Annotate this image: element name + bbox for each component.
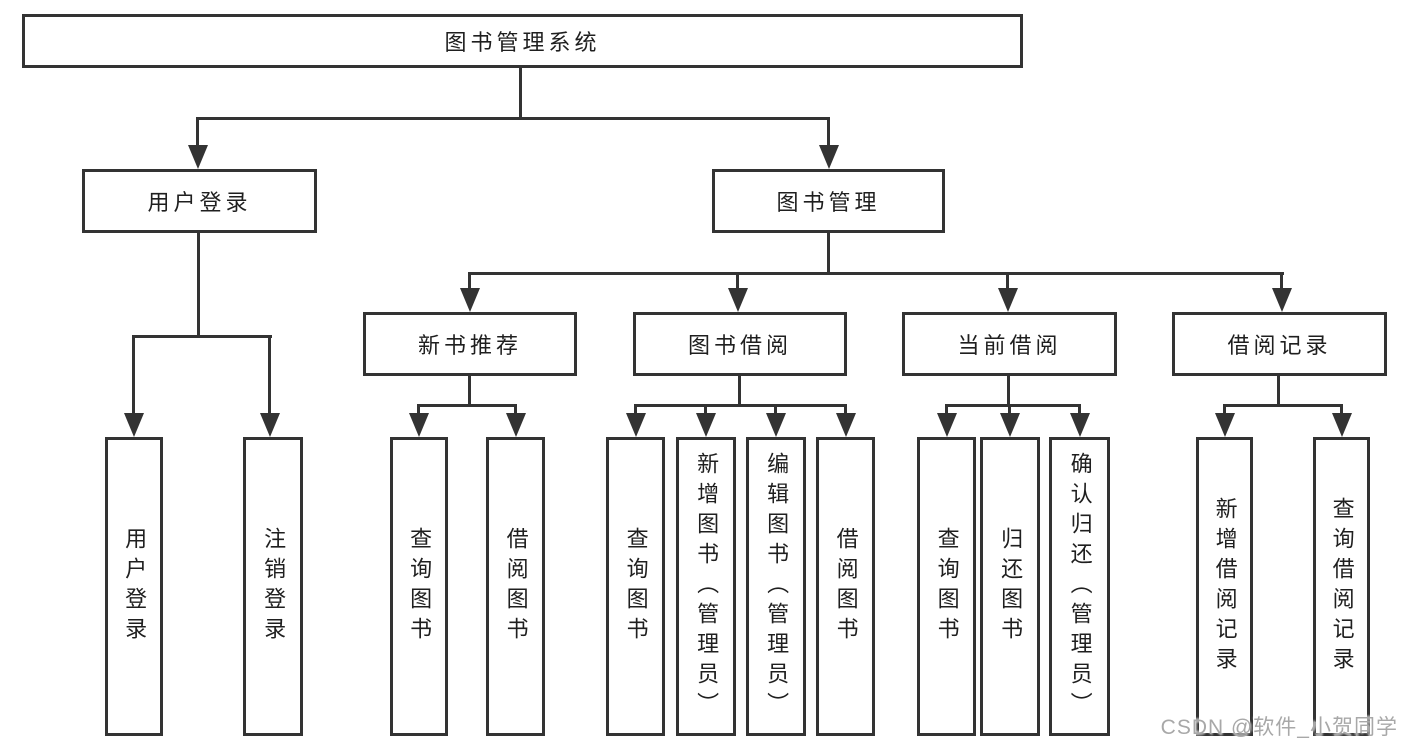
leaf-label: 查询图书 (407, 526, 433, 647)
leaf-cb-return-books: 归还图书 (980, 437, 1040, 736)
leaf-cb-confirm-return-admin: 确认归还（管理员） (1049, 437, 1110, 736)
leaf-label: 新增图书（管理员） (694, 451, 720, 722)
connector-line (1007, 376, 1010, 407)
leaf-user-login: 用户登录 (105, 437, 163, 736)
connector-line (945, 404, 1081, 407)
connector-line (844, 404, 847, 416)
connector-line (827, 117, 830, 147)
connector-line (945, 404, 948, 416)
connector-line (736, 272, 739, 292)
connector-line (1340, 404, 1343, 416)
leaf-bb-add-books-admin: 新增图书（管理员） (676, 437, 736, 736)
arrowhead-down-icon (260, 413, 280, 437)
node-library-management-system: 图书管理系统 (22, 14, 1023, 68)
connector-line (519, 68, 522, 119)
connector-line (704, 404, 707, 416)
leaf-logout: 注销登录 (243, 437, 303, 736)
node-label: 当前借阅 (957, 333, 1062, 358)
connector-line (132, 335, 135, 417)
arrowhead-down-icon (937, 413, 957, 437)
node-user-login: 用户登录 (82, 169, 317, 233)
connector-line (634, 404, 847, 407)
connector-line (268, 335, 271, 417)
leaf-label: 注销登录 (261, 526, 287, 647)
node-borrowing-records: 借阅记录 (1172, 312, 1387, 376)
leaf-label: 查询借阅记录 (1329, 496, 1355, 677)
arrowhead-down-icon (696, 413, 716, 437)
connector-line (468, 272, 471, 292)
arrowhead-down-icon (124, 413, 144, 437)
leaf-label: 确认归还（管理员） (1067, 451, 1093, 722)
node-current-borrowing: 当前借阅 (902, 312, 1117, 376)
connector-line (196, 117, 830, 120)
leaf-label: 借阅图书 (503, 526, 529, 647)
connector-line (1280, 272, 1283, 292)
node-label: 图书管理 (776, 190, 881, 215)
arrowhead-down-icon (460, 288, 480, 312)
leaf-nb-query-books: 查询图书 (390, 437, 448, 736)
leaf-bb-query-books: 查询图书 (606, 437, 665, 736)
leaf-label: 查询图书 (623, 526, 649, 647)
connector-line (514, 404, 517, 416)
arrowhead-down-icon (1215, 413, 1235, 437)
connector-line (1008, 404, 1011, 416)
leaf-cb-query-books: 查询图书 (917, 437, 976, 736)
arrowhead-down-icon (626, 413, 646, 437)
connector-line (468, 376, 471, 407)
connector-line (1223, 404, 1343, 407)
leaf-bb-edit-books-admin: 编辑图书（管理员） (746, 437, 806, 736)
arrowhead-down-icon (1272, 288, 1292, 312)
leaf-label: 用户登录 (122, 526, 148, 647)
leaf-bb-borrow-books: 借阅图书 (816, 437, 875, 736)
connector-line (1078, 404, 1081, 416)
leaf-rec-query-borrow-record: 查询借阅记录 (1313, 437, 1370, 736)
connector-line (827, 233, 830, 275)
leaf-label: 借阅图书 (833, 526, 859, 647)
leaf-label: 归还图书 (998, 526, 1024, 647)
arrowhead-down-icon (1000, 413, 1020, 437)
connector-line (417, 404, 420, 416)
node-label: 新书推荐 (417, 333, 522, 358)
arrowhead-down-icon (1332, 413, 1352, 437)
arrowhead-down-icon (1070, 413, 1090, 437)
node-new-book-recommend: 新书推荐 (363, 312, 577, 376)
connector-line (1223, 404, 1226, 416)
node-label: 借阅记录 (1227, 333, 1332, 358)
node-label: 用户登录 (147, 190, 252, 215)
node-label: 图书管理系统 (444, 30, 601, 55)
node-book-borrowing: 图书借阅 (633, 312, 847, 376)
connector-line (197, 233, 200, 337)
node-book-management: 图书管理 (712, 169, 945, 233)
leaf-label: 查询图书 (934, 526, 960, 647)
node-label: 图书借阅 (687, 333, 792, 358)
connector-line (738, 376, 741, 407)
leaf-label: 新增借阅记录 (1212, 496, 1238, 677)
leaf-nb-borrow-books: 借阅图书 (486, 437, 545, 736)
arrowhead-down-icon (188, 145, 208, 169)
arrowhead-down-icon (728, 288, 748, 312)
connector-line (468, 272, 1284, 275)
arrowhead-down-icon (409, 413, 429, 437)
csdn-watermark: CSDN @软件_小贺同学 (1160, 716, 1398, 739)
arrowhead-down-icon (506, 413, 526, 437)
connector-line (774, 404, 777, 416)
connector-line (417, 404, 517, 407)
connector-line (1006, 272, 1009, 292)
arrowhead-down-icon (998, 288, 1018, 312)
arrowhead-down-icon (766, 413, 786, 437)
connector-line (1277, 376, 1280, 407)
leaf-label: 编辑图书（管理员） (764, 451, 790, 722)
connector-line (196, 117, 199, 147)
connector-line (132, 335, 272, 338)
connector-line (634, 404, 637, 416)
arrowhead-down-icon (836, 413, 856, 437)
leaf-rec-add-borrow-record: 新增借阅记录 (1196, 437, 1253, 736)
arrowhead-down-icon (819, 145, 839, 169)
